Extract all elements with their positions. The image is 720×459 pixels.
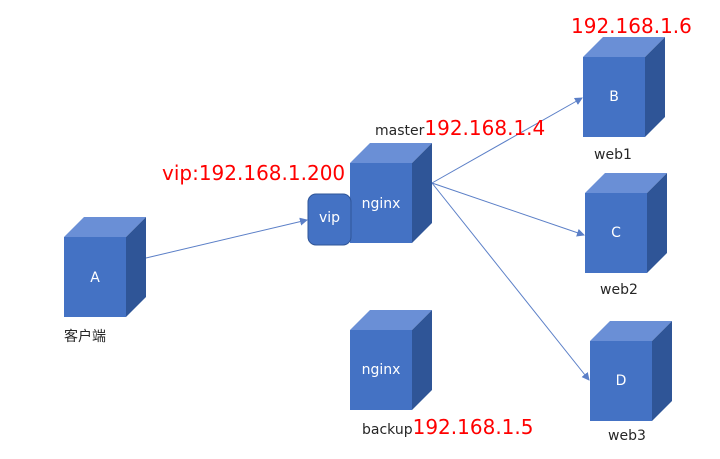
web3-cube-top-face: [590, 321, 672, 341]
backup-nginx-cube-front-face: [350, 330, 412, 410]
client-caption: 客户端: [64, 329, 106, 345]
web1-cube-top-face: [583, 37, 665, 57]
web3-cube-side-face: [652, 321, 672, 421]
master-nginx-cube: [350, 143, 432, 243]
master-ip: 192.168.1.4: [424, 116, 546, 140]
master-nginx-cube-front-face: [350, 163, 412, 243]
web1-cube-front-face: [583, 57, 645, 137]
client-cube-top-face: [64, 217, 146, 237]
arrow-master-to-web3: [431, 182, 590, 381]
backup-role: backup: [362, 422, 413, 438]
client-cube-front-face: [64, 237, 126, 317]
web3-cube-label: D: [615, 373, 627, 389]
web2-cube-label: C: [611, 225, 621, 241]
web2-caption: web2: [600, 282, 638, 298]
web3-cube: [590, 321, 672, 421]
backup-cube-label: nginx: [361, 362, 401, 378]
client-cube-label: A: [90, 270, 100, 286]
web1-caption: web1: [594, 147, 632, 163]
web3-cube-front-face: [590, 341, 652, 421]
backup-label: backup192.168.1.5: [362, 415, 533, 439]
web2-cube-side-face: [647, 173, 667, 273]
arrow-client-to-vip: [145, 217, 308, 259]
arrow-master-to-web1: [431, 97, 583, 184]
client-cube: [64, 217, 146, 317]
master-nginx-cube-top-face: [350, 143, 432, 163]
master-nginx-cube-side-face: [412, 143, 432, 243]
vip-address: vip:192.168.1.200: [162, 161, 346, 185]
web2-cube: [585, 173, 667, 273]
client-cube-side-face: [126, 217, 146, 317]
arrow-master-to-web2: [431, 182, 585, 237]
web1-cube: [583, 37, 665, 137]
backup-nginx-cube-side-face: [412, 310, 432, 410]
web3-caption: web3: [608, 428, 646, 444]
vip-box-label: vip: [318, 210, 341, 226]
web2-cube-front-face: [585, 193, 647, 273]
backup-ip: 192.168.1.5: [412, 415, 534, 439]
vip-box: [307, 193, 352, 246]
master-role: master: [375, 123, 425, 139]
master-cube-label: nginx: [361, 196, 401, 212]
web1-ip: 192.168.1.6: [571, 14, 692, 38]
web1-cube-label: B: [609, 89, 619, 105]
web1-cube-side-face: [645, 37, 665, 137]
web2-cube-top-face: [585, 173, 667, 193]
backup-nginx-cube-top-face: [350, 310, 432, 330]
backup-nginx-cube: [350, 310, 432, 410]
master-label: master192.168.1.4: [375, 116, 545, 140]
